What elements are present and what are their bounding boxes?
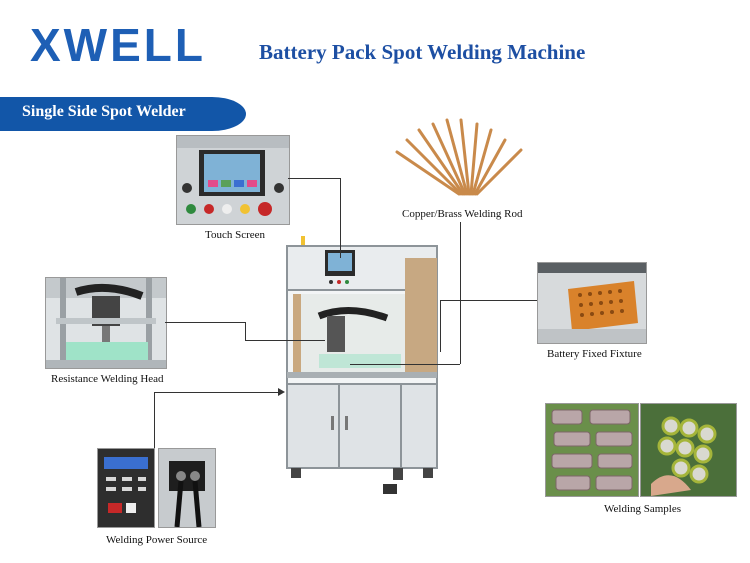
power-leader (154, 392, 155, 448)
resistance-head-caption: Resistance Welding Head (51, 373, 164, 385)
section-banner: Single Side Spot Welder (0, 97, 246, 131)
head-leader (165, 322, 245, 323)
brand-logo: XWELL (30, 19, 206, 71)
touch-screen-leader-drop (340, 178, 341, 258)
fixture-leader-drop (440, 300, 441, 352)
battery-fixture-photo (537, 262, 647, 344)
power-source-caption: Welding Power Source (106, 534, 208, 546)
resistance-head-photo (45, 277, 167, 369)
touch-screen-caption: Touch Screen (205, 229, 266, 241)
welding-rod-photo (393, 118, 527, 198)
spot-welder-machine (283, 236, 443, 498)
power-terminal-photo (158, 448, 216, 528)
head-leader-arm (245, 340, 325, 341)
welding-samples-photo (545, 403, 639, 497)
power-leader-arm (154, 392, 280, 393)
head-leader-drop (245, 322, 246, 340)
rod-leader-arm (350, 364, 460, 365)
rod-leader (460, 222, 461, 364)
page-title: Battery Pack Spot Welding Machine (259, 40, 586, 64)
battery-fixture-caption: Battery Fixed Fixture (547, 348, 642, 360)
welding-rod-caption: Copper/Brass Welding Rod (402, 208, 523, 220)
touch-screen-photo (176, 135, 290, 225)
touch-screen-leader (288, 178, 340, 179)
fixture-leader (440, 300, 537, 301)
battery-cells-photo (640, 403, 737, 497)
power-source-photo (97, 448, 155, 528)
power-leader-arrow (278, 388, 285, 396)
banner-label: Single Side Spot Welder (22, 103, 186, 120)
welding-samples-caption: Welding Samples (604, 503, 682, 515)
